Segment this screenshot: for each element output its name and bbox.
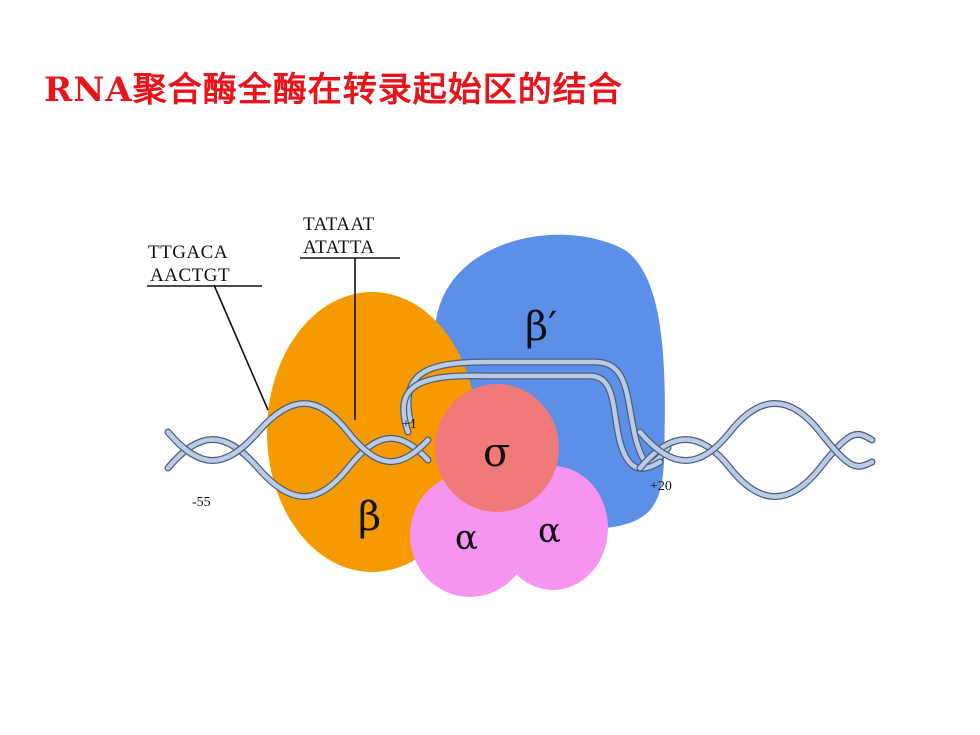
beta-prime-label: β′ [525,304,557,350]
sigma-subunit [435,384,559,512]
dna-strand [637,432,875,499]
dna-strand [165,401,431,464]
dna-strand-edge [636,430,876,500]
position-start-label: -55 [192,495,211,510]
alpha-left-label: α [455,518,478,558]
dna-strand [401,373,663,471]
minus35-bottom-sequence: AACTGT [150,265,230,286]
dna-double-helix [164,358,876,500]
position-end-label: +20 [650,479,672,494]
alpha-right-label: α [538,511,561,551]
sigma-label: σ [483,430,510,476]
slide-title: RNA聚合酶全酶在转录起始区的结合 [44,70,623,110]
position-plus-one-label: +1 [402,417,417,432]
beta-label: β [358,494,381,540]
dna-strand [637,401,875,469]
minus35-top-sequence: TTGACA [148,242,228,263]
dna-strand [165,436,431,499]
minus35-pointer-line [213,284,269,411]
minus10-top-sequence: TATAAT [303,214,375,235]
minus10-bottom-sequence: ATATTA [303,237,375,258]
